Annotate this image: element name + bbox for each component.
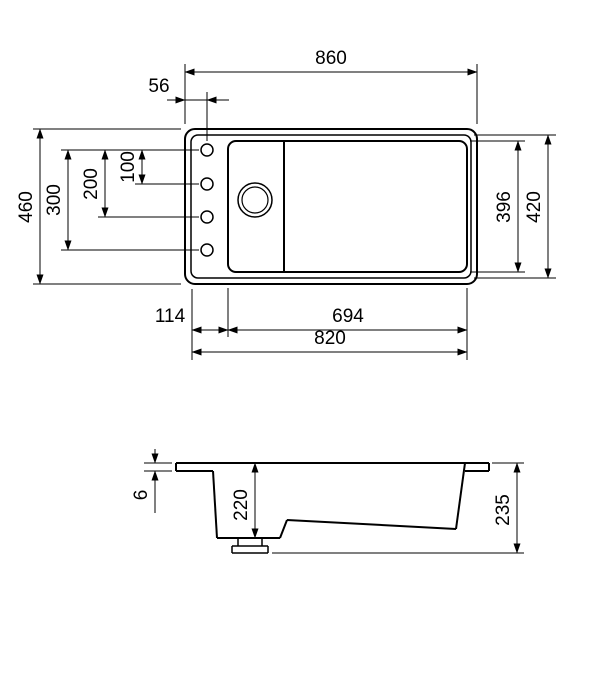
dim-694: 694	[227, 288, 468, 360]
tap-hole-2	[200, 177, 214, 191]
dim-860: 860	[184, 48, 478, 124]
dim-label-460: 460	[16, 191, 37, 223]
dim-label-56: 56	[148, 76, 169, 97]
dim-label-300: 300	[44, 184, 65, 216]
dim-label-200: 200	[81, 168, 102, 200]
dim-460: 460	[16, 128, 181, 285]
dim-56: 56	[148, 76, 229, 141]
right-wall	[455, 462, 466, 530]
bowl-step-wall	[279, 519, 288, 539]
tap-hole-1	[200, 143, 214, 157]
bowl-outline	[227, 140, 468, 273]
section-view: 6 220 235	[131, 449, 524, 554]
dim-label-114: 114	[155, 306, 186, 327]
sink-inner-rim	[190, 134, 472, 279]
dim-820: 820	[191, 328, 468, 356]
dim-label-860: 860	[315, 48, 347, 69]
dim-220: 220	[231, 462, 259, 539]
top-view: 860 56 460 300 200	[16, 48, 556, 360]
dim-300: 300	[44, 149, 199, 251]
dim-label-235: 235	[493, 494, 514, 526]
dim-200: 200	[81, 149, 199, 218]
dim-label-820: 820	[314, 328, 346, 349]
bowl-left-wall	[212, 470, 218, 539]
dim-label-100: 100	[118, 151, 139, 183]
drain-hole-outer	[237, 182, 273, 218]
dim-235: 235	[272, 462, 524, 554]
dim-label-6: 6	[131, 490, 152, 501]
sink-section-profile	[175, 462, 490, 539]
dim-6: 6	[131, 449, 172, 513]
dim-114: 114	[155, 288, 229, 360]
drain-fitting	[231, 538, 269, 554]
dim-396: 396	[470, 140, 525, 273]
tap-hole-4	[200, 243, 214, 257]
dim-label-396: 396	[494, 191, 515, 223]
dim-100: 100	[118, 149, 199, 185]
sink-outer-outline	[184, 128, 478, 285]
drain-hole-inner	[241, 186, 269, 214]
dim-label-694: 694	[332, 306, 364, 327]
dim-label-420: 420	[524, 191, 545, 223]
tap-hole-3	[200, 210, 214, 224]
dim-420: 420	[474, 134, 556, 279]
dim-label-220: 220	[231, 489, 252, 521]
channel-bottom	[286, 519, 457, 530]
